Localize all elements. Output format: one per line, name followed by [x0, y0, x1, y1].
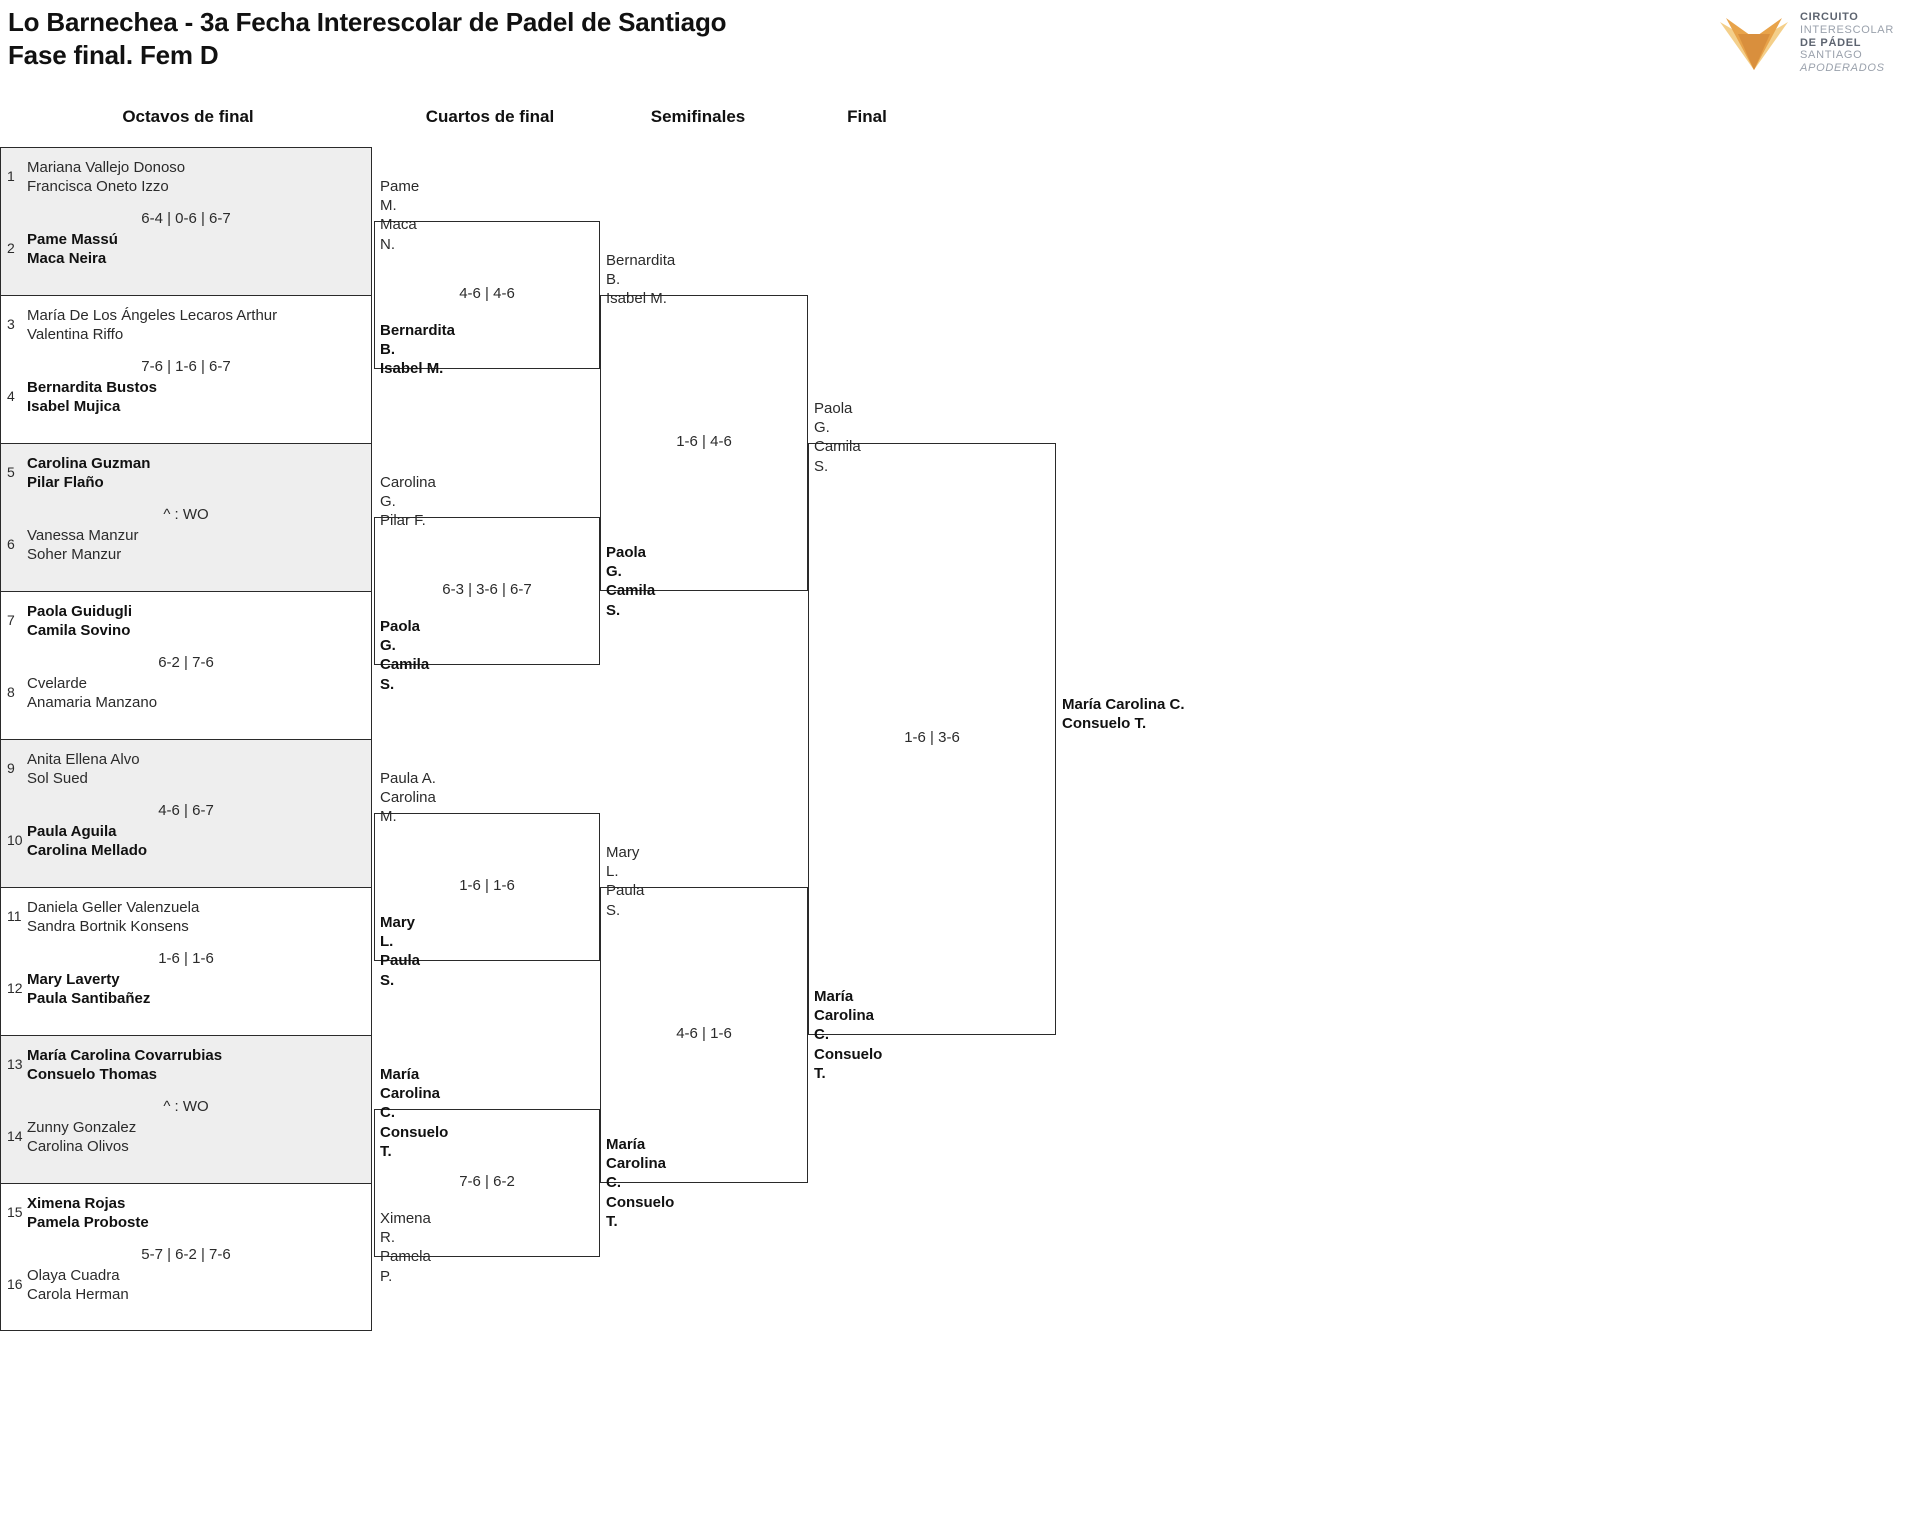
match-score: 4-6 | 1-6 — [676, 1025, 732, 1042]
team-name: Paola G. Camila S. — [606, 544, 656, 619]
team-name: Bernardita B. Isabel M. — [380, 322, 456, 378]
seed-number: 5 — [7, 464, 15, 480]
octavos-match[interactable]: 1 Mariana Vallejo Donoso Francisca Oneto … — [0, 147, 372, 295]
seed-number: 6 — [7, 536, 15, 552]
seed-number: 9 — [7, 760, 15, 776]
team-name: Mariana Vallejo Donoso Francisca Oneto I… — [27, 159, 186, 196]
brand-line-santiago: SANTIAGO — [1800, 49, 1863, 62]
seed-number: 16 — [7, 1276, 23, 1292]
match-score: 1-6 | 3-6 — [904, 729, 960, 746]
brand-logo: CIRCUITO INTERESCOLAR DE PÁDEL SANTIAGO … — [1718, 6, 1906, 80]
team-name: Mary L. Paula S. — [606, 844, 645, 919]
round-header-final: Final — [847, 107, 887, 126]
round-header-octavos: Octavos de final — [122, 107, 254, 126]
team-name: María De Los Ángeles Lecaros Arthur Vale… — [27, 307, 278, 344]
brand-line-de-padel: DE PÁDEL — [1800, 36, 1862, 49]
match-score: 4-6 | 6-7 — [158, 802, 214, 819]
seed-number: 13 — [7, 1056, 23, 1072]
match-score: 7-6 | 6-2 — [459, 1173, 515, 1190]
octavos-match[interactable]: 3 María De Los Ángeles Lecaros Arthur Val… — [0, 295, 372, 443]
match-score: 1-6 | 1-6 — [459, 877, 515, 894]
seed-number: 10 — [7, 832, 23, 848]
match-box — [600, 887, 808, 1183]
team-name: Anita Ellena Alvo Sol Sued — [27, 751, 140, 788]
team-name: Daniela Geller Valenzuela Sandra Bortnik… — [27, 899, 200, 936]
team-name: Pame Massú Maca Neira — [27, 231, 118, 268]
team-name: María Carolina C. Consuelo T. — [606, 1136, 675, 1230]
champion-name: María Carolina C. Consuelo T. — [1062, 696, 1185, 733]
match-box — [374, 813, 600, 961]
round-octavos-de-final: 1 Mariana Vallejo Donoso Francisca Oneto … — [0, 147, 372, 1331]
match-box — [374, 1109, 600, 1257]
team-name: Mary L. Paula S. — [380, 914, 421, 989]
match-score: 5-7 | 6-2 | 7-6 — [141, 1246, 231, 1263]
match-box — [374, 221, 600, 369]
seed-number: 11 — [7, 908, 22, 924]
team-name: Vanessa Manzur Soher Manzur — [27, 527, 139, 564]
seed-number: 8 — [7, 684, 15, 700]
team-name: Mary Laverty Paula Santibañez — [27, 971, 151, 1008]
match-box — [600, 295, 808, 591]
match-score: ^ : WO — [163, 506, 209, 523]
round-header-cuartos: Cuartos de final — [425, 107, 555, 126]
team-name: Olaya Cuadra Carola Herman — [27, 1267, 129, 1304]
team-name: Carolina G. Pilar F. — [380, 474, 436, 530]
team-name: María Carolina C. Consuelo T. — [814, 988, 883, 1082]
brand-line-circuito: CIRCUITO — [1800, 10, 1859, 23]
seed-number: 12 — [7, 980, 23, 996]
match-score: 6-3 | 3-6 | 6-7 — [442, 581, 532, 598]
match-box — [374, 517, 600, 665]
match-score: 6-2 | 7-6 — [158, 654, 214, 671]
seed-number: 15 — [7, 1204, 23, 1220]
seed-number: 2 — [7, 240, 15, 256]
match-box — [808, 443, 1056, 1035]
seed-number: 1 — [7, 168, 15, 184]
brand-text: CIRCUITO INTERESCOLAR DE PÁDEL SANTIAGO … — [1800, 11, 1894, 76]
seed-number: 14 — [7, 1128, 23, 1144]
team-name: Cvelarde Anamaria Manzano — [27, 675, 158, 712]
page-title: Lo Barnechea - 3a Fecha Interescolar de … — [8, 7, 727, 70]
round-header-semifinales: Semifinales — [650, 107, 746, 126]
octavos-match[interactable]: 5 Carolina Guzman Pilar Flaño ^ : WO 6 Vanes… — [0, 443, 372, 591]
circuito-fox-logo-icon — [1720, 18, 1788, 70]
seed-number: 4 — [7, 388, 15, 404]
team-name: Bernardita B. Isabel M. — [606, 252, 676, 308]
team-name: Paola G. Camila S. — [814, 400, 861, 475]
team-name: María Carolina Covarrubias Consuelo Thom… — [27, 1047, 223, 1084]
match-score: 1-6 | 4-6 — [676, 433, 732, 450]
seed-number: 3 — [7, 316, 15, 332]
team-name: Ximena Rojas Pamela Proboste — [27, 1195, 149, 1232]
team-name: Bernardita Bustos Isabel Mujica — [27, 379, 158, 416]
team-name: Paula A. Carolina M. — [380, 770, 436, 826]
match-score: 1-6 | 1-6 — [158, 950, 214, 967]
match-score: 7-6 | 1-6 | 6-7 — [141, 358, 231, 375]
brand-line-interescolar: INTERESCOLAR — [1800, 23, 1894, 36]
seed-number: 7 — [7, 612, 15, 628]
match-score: 6-4 | 0-6 | 6-7 — [141, 210, 231, 227]
team-name: Paola Guidugli Camila Sovino — [27, 603, 133, 640]
team-name: Paola G. Camila S. — [380, 618, 430, 693]
brand-line-apoderados: APODERADOS — [1800, 62, 1885, 75]
team-name: Pame M. Maca N. — [380, 178, 420, 253]
team-name: Ximena R. Pamela P. — [380, 1210, 431, 1285]
team-name: Paula Aguila Carolina Mellado — [27, 823, 148, 860]
match-score: ^ : WO — [163, 1098, 209, 1115]
team-name: Carolina Guzman Pilar Flaño — [27, 455, 151, 492]
octavos-match[interactable]: 11 Daniela Geller Valenzuela Sandra Bortn… — [0, 887, 372, 1035]
match-score: 4-6 | 4-6 — [459, 285, 515, 302]
team-name: María Carolina C. Consuelo T. — [380, 1066, 449, 1160]
team-name: Zunny Gonzalez Carolina Olivos — [27, 1119, 137, 1156]
